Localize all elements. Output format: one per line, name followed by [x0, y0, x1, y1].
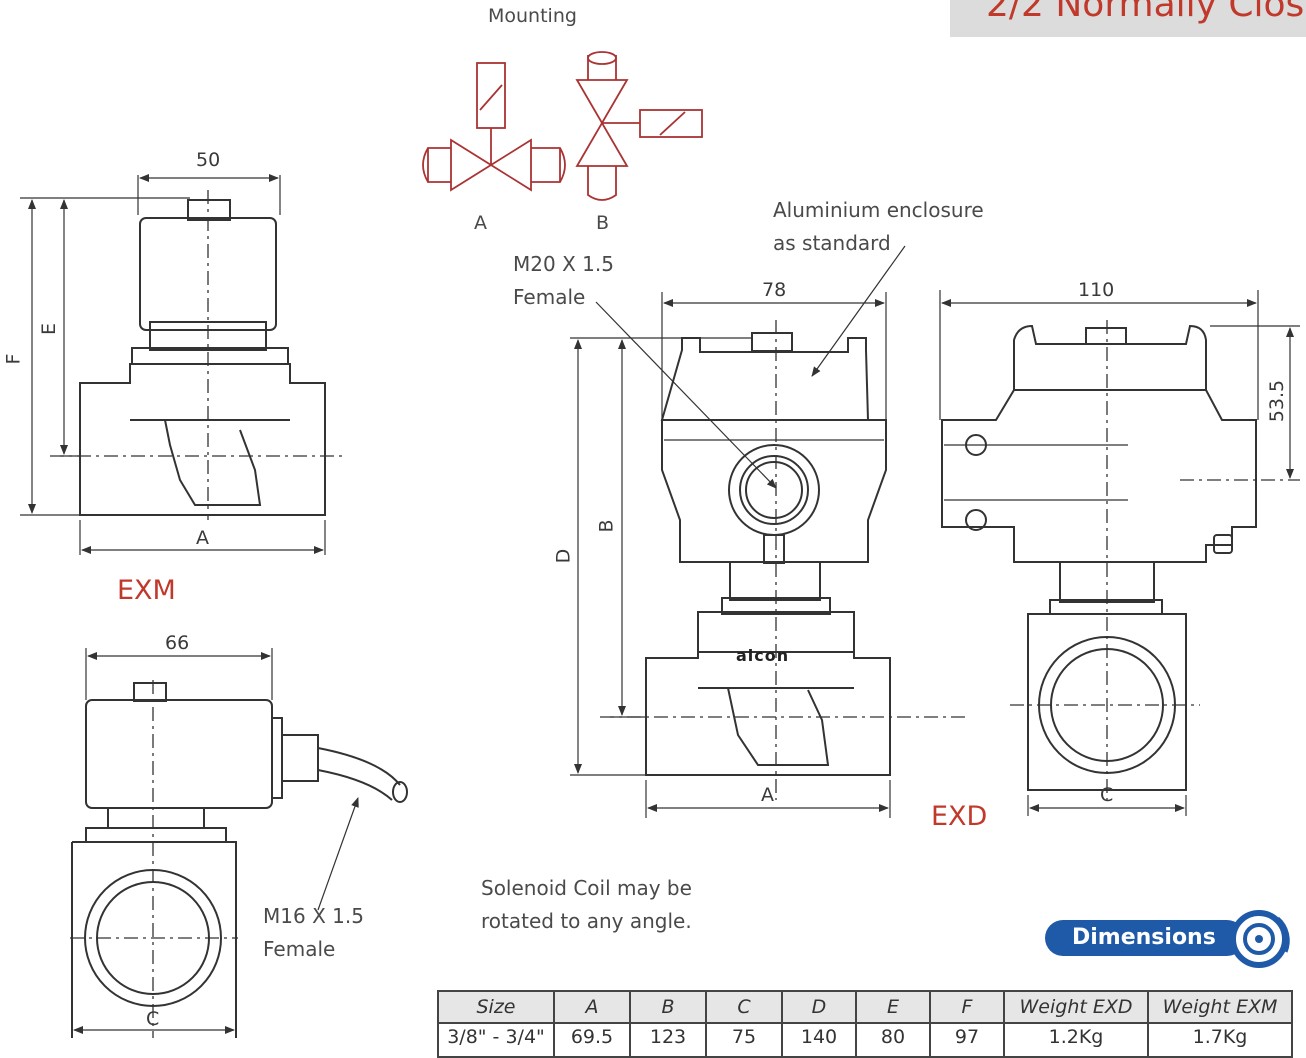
- cell-f: 97: [930, 1023, 1004, 1057]
- cell-a: 69.5: [554, 1023, 630, 1057]
- exd-side-view: [940, 290, 1300, 816]
- col-weight-exd: Weight EXD: [1004, 991, 1148, 1023]
- enclosure-note-line2: as standard: [773, 227, 891, 260]
- title-banner: 2/2 Normally Closed: [950, 0, 1306, 37]
- mounting-symbol-a: [423, 63, 565, 190]
- mounting-title: Mounting: [488, 5, 577, 27]
- cell-weight-exm: 1.7Kg: [1148, 1023, 1292, 1057]
- exd-front-view: [570, 246, 970, 818]
- exm-dim-f: F: [2, 354, 24, 365]
- thread-note-line1: M20 X 1.5: [513, 248, 614, 281]
- exd-width-dim: 78: [762, 279, 786, 301]
- col-d: D: [782, 991, 856, 1023]
- target-icon: [1226, 906, 1292, 972]
- col-a: A: [554, 991, 630, 1023]
- exd-dim-b: B: [596, 519, 618, 532]
- cable-note-line1: M16 X 1.5: [263, 900, 364, 933]
- exd-side-width-dim: 110: [1078, 279, 1114, 301]
- solenoid-note-line1: Solenoid Coil may be: [481, 872, 692, 905]
- col-weight-exm: Weight EXM: [1148, 991, 1292, 1023]
- mounting-symbol-b: [577, 52, 702, 200]
- col-b: B: [630, 991, 706, 1023]
- col-e: E: [856, 991, 930, 1023]
- exd-brand-plate: alcon: [736, 646, 789, 665]
- cell-size: 3/8" - 3/4": [438, 1023, 554, 1057]
- exm-front-view: [70, 648, 407, 1038]
- mounting-label-a: A: [474, 212, 487, 234]
- col-f: F: [930, 991, 1004, 1023]
- exm-dim-c: C: [146, 1008, 159, 1030]
- exm-front-width-dim: 66: [165, 632, 189, 654]
- dimensions-badge: Dimensions: [1045, 920, 1245, 956]
- exm-label: EXM: [117, 575, 176, 606]
- exm-dim-e: E: [38, 323, 60, 335]
- enclosure-note-line1: Aluminium enclosure: [773, 194, 984, 227]
- table-header-row: Size A B C D E F Weight EXD Weight EXM: [438, 991, 1292, 1023]
- cell-b: 123: [630, 1023, 706, 1057]
- cable-note-line2: Female: [263, 933, 335, 966]
- col-size: Size: [438, 991, 554, 1023]
- solenoid-note-line2: rotated to any angle.: [481, 905, 692, 938]
- cell-d: 140: [782, 1023, 856, 1057]
- thread-note-line2: Female: [513, 281, 585, 314]
- exd-side-height-dim: 53.5: [1266, 380, 1288, 422]
- table-row: 3/8" - 3/4" 69.5 123 75 140 80 97 1.2Kg …: [438, 1023, 1292, 1057]
- exd-label: EXD: [931, 801, 987, 832]
- exd-dim-d: D: [552, 549, 574, 564]
- col-c: C: [706, 991, 782, 1023]
- cell-weight-exd: 1.2Kg: [1004, 1023, 1148, 1057]
- exm-side-view: [20, 175, 345, 555]
- cell-e: 80: [856, 1023, 930, 1057]
- cell-c: 75: [706, 1023, 782, 1057]
- title-banner-text: 2/2 Normally Closed: [986, 0, 1306, 25]
- exd-dim-a: A: [761, 784, 774, 806]
- exm-dim-a: A: [196, 527, 209, 549]
- mounting-label-b: B: [596, 212, 609, 234]
- dimensions-badge-label: Dimensions: [1072, 925, 1216, 950]
- dimensions-table: Size A B C D E F Weight EXD Weight EXM 3…: [437, 990, 1293, 1058]
- exd-dim-c: C: [1100, 784, 1113, 806]
- exm-width-dim: 50: [196, 149, 220, 171]
